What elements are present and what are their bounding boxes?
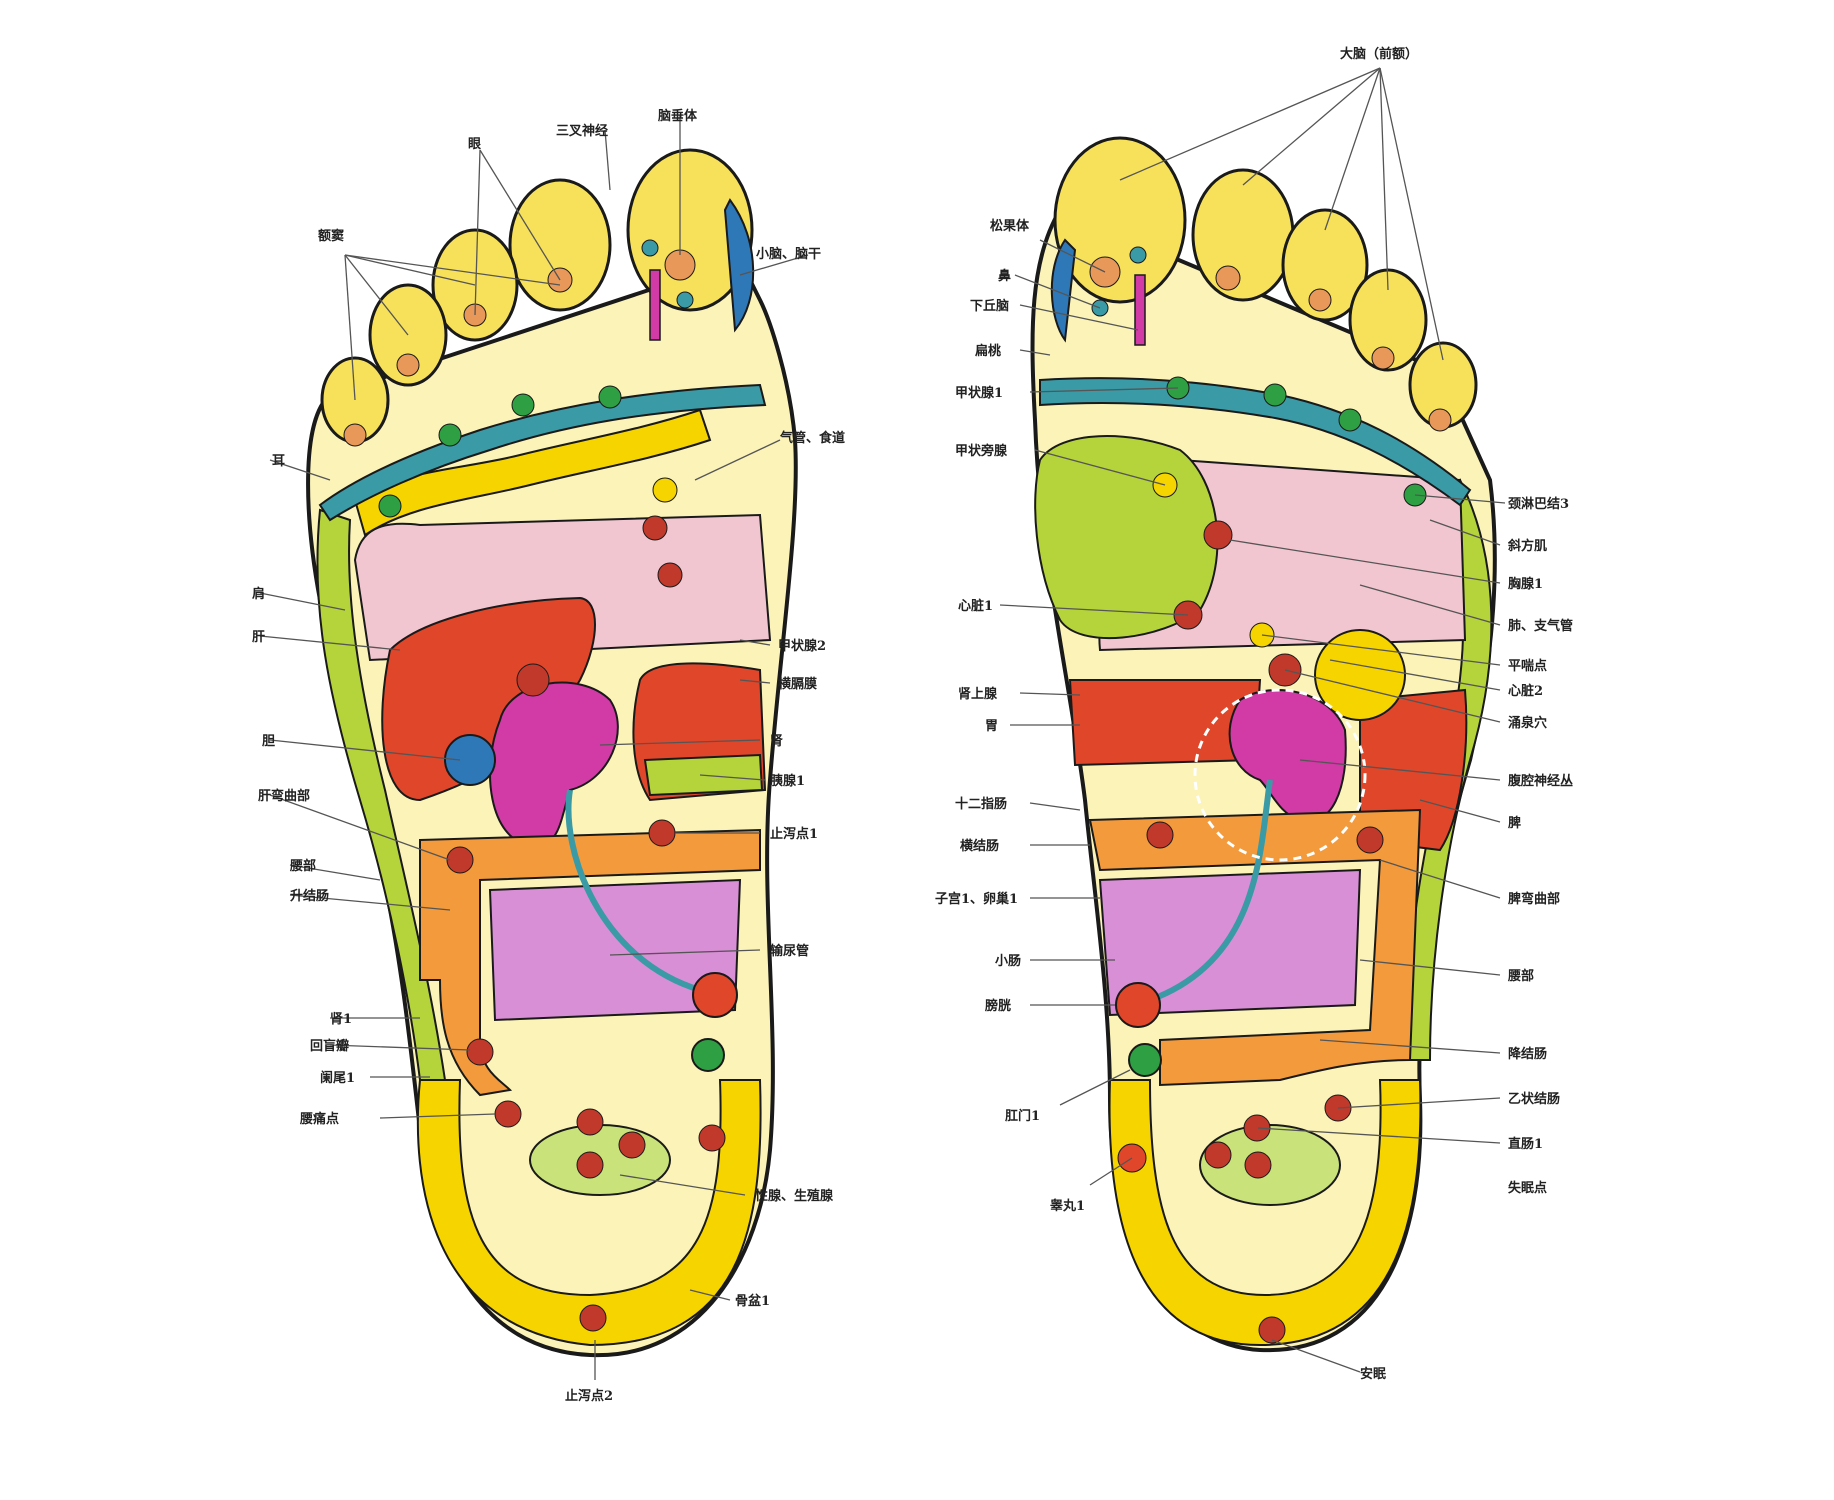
left-reflex-points — [343, 239, 726, 1332]
label-right-pineal: 松果体 — [990, 218, 1030, 234]
right-bladder-node — [1115, 982, 1161, 1028]
label-right-sigmoid: 乙状结肠 — [1508, 1091, 1560, 1107]
left-toes — [320, 148, 755, 444]
right-green-node — [1128, 1043, 1162, 1077]
left-leader-lines — [259, 115, 809, 1380]
label-left-stop-diarrhea2: 止泻点2 — [565, 1388, 613, 1404]
left-ureter — [565, 789, 701, 993]
label-right-bladder: 膀胱 — [984, 998, 1011, 1014]
right-asthma-circle — [1314, 629, 1406, 721]
left-heel-rim — [416, 1079, 762, 1347]
label-right-stomach: 胃 — [985, 719, 998, 734]
label-right-uterus: 子宫1、卵巢1 — [935, 891, 1018, 907]
label-right-waist: 腰部 — [1507, 968, 1534, 984]
left-big-toe-blue — [723, 198, 755, 333]
left-green-node — [691, 1038, 725, 1072]
label-left-ileocecal: 回盲瓣 — [310, 1038, 349, 1054]
label-left-thyroid2: 甲状腺2 — [778, 638, 826, 654]
right-leader-lines — [999, 67, 1506, 1373]
label-left-sinus: 额窦 — [318, 228, 344, 244]
label-right-tonsil: 扁桃 — [975, 343, 1001, 359]
left-gallbladder — [444, 734, 496, 786]
label-left-pancreas: 胰腺1 — [770, 773, 805, 789]
label-right-anus: 肛门1 — [1005, 1108, 1040, 1124]
label-right-testicle: 睾丸1 — [1050, 1198, 1085, 1214]
label-right-lung: 肺、支气管 — [1508, 618, 1573, 634]
right-ureter — [1148, 779, 1273, 1003]
label-left-gonad: 性腺、生殖腺 — [755, 1188, 834, 1204]
label-left-ascending-colon: 升结肠 — [290, 888, 329, 904]
right-spleen — [1359, 688, 1468, 852]
label-left-gallbladder: 胆 — [262, 734, 275, 749]
right-foot: 大脑（前额） 松果体 鼻 下丘脑 扁桃 甲状腺1 甲状旁腺 颈淋巴结3 斜方肌 … — [935, 46, 1573, 1382]
label-right-asthma: 平喘点 — [1508, 658, 1547, 674]
left-labels: 额窦 眼 三叉神经 脑垂体 小脑、脑干 耳 气管、食道 肩 肝 甲状腺2 横膈膜… — [252, 108, 845, 1404]
label-right-thyroid1: 甲状腺1 — [955, 385, 1003, 401]
right-toe-big — [1053, 136, 1187, 304]
label-right-sleep: 安眠 — [1360, 1366, 1386, 1382]
left-small-intestine — [488, 878, 742, 1022]
left-foot: 额窦 眼 三叉神经 脑垂体 小脑、脑干 耳 气管、食道 肩 肝 甲状腺2 横膈膜… — [252, 108, 845, 1404]
label-right-yongquan: 涌泉穴 — [1508, 715, 1547, 731]
right-toe-4 — [1348, 268, 1428, 372]
right-toe-3 — [1281, 208, 1369, 322]
label-right-celiac: 腹腔神经丛 — [1508, 773, 1573, 789]
label-left-lumbago: 腰痛点 — [299, 1111, 339, 1127]
label-left-appendix: 阑尾1 — [320, 1070, 355, 1086]
label-right-parathyroid: 甲状旁腺 — [955, 443, 1008, 459]
left-toe-band — [318, 383, 767, 522]
label-left-ureter: 输尿管 — [770, 943, 809, 959]
label-right-hypothalamus: 下丘脑 — [970, 298, 1009, 314]
label-left-kidney1: 肾1 — [330, 1012, 352, 1027]
right-heel-rim — [1108, 1079, 1422, 1347]
label-left-sciatic: 骨盆1 — [735, 1293, 770, 1309]
label-left-shoulder: 肩 — [252, 586, 265, 602]
label-right-small-intestine: 小肠 — [995, 954, 1021, 969]
right-colon — [1088, 808, 1422, 1087]
label-right-descending: 降结肠 — [1508, 1046, 1547, 1062]
label-left-diaphragm: 横膈膜 — [778, 676, 817, 692]
label-right-heart2: 心脏2 — [1508, 683, 1543, 699]
label-right-rectum: 直肠1 — [1508, 1136, 1543, 1152]
label-left-eye: 眼 — [468, 137, 482, 152]
label-right-cerebrum: 大脑（前额） — [1340, 46, 1418, 62]
label-right-thymus: 胸腺1 — [1508, 576, 1543, 592]
right-toes — [1050, 136, 1478, 429]
label-right-splenic-flexure: 脾弯曲部 — [1508, 891, 1560, 907]
label-left-kidney: 肾 — [770, 734, 784, 749]
label-right-adrenal: 肾上腺 — [958, 686, 998, 702]
right-toe-2 — [1191, 168, 1295, 302]
label-left-lumbar: 腰部 — [289, 858, 316, 874]
left-shoulder-arc — [353, 408, 712, 537]
label-right-heart1: 心脏1 — [958, 598, 993, 614]
label-left-trigeminal: 三叉神经 — [556, 123, 608, 139]
right-pituitary-bar — [1134, 274, 1146, 346]
label-left-hepatic-flexure: 肝弯曲部 — [258, 788, 310, 804]
label-left-pituitary: 脑垂体 — [658, 108, 698, 124]
label-left-trachea: 气管、食道 — [780, 430, 845, 446]
left-pituitary-bar — [649, 269, 661, 341]
right-labels: 大脑（前额） 松果体 鼻 下丘脑 扁桃 甲状腺1 甲状旁腺 颈淋巴结3 斜方肌 … — [935, 46, 1573, 1382]
label-right-lymph: 颈淋巴结3 — [1508, 496, 1569, 512]
left-kidney — [489, 681, 619, 847]
label-left-liver: 肝 — [252, 630, 265, 645]
label-left-cerebellum: 小脑、脑干 — [756, 246, 821, 262]
label-right-spleen: 脾 — [1508, 815, 1521, 831]
right-yongquan-ring — [1193, 688, 1367, 862]
right-big-toe-blue — [1050, 238, 1077, 343]
label-left-stop-diarrhea1: 止泻点1 — [770, 826, 818, 842]
left-toe-2 — [508, 178, 612, 312]
label-right-insomnia: 失眠点 — [1508, 1180, 1547, 1196]
label-right-transverse: 横结肠 — [960, 838, 999, 854]
label-right-duodenum: 十二指肠 — [955, 796, 1007, 812]
left-bladder-node — [692, 972, 738, 1018]
label-left-ear: 耳 — [272, 454, 285, 469]
label-right-nose: 鼻 — [998, 268, 1011, 284]
label-right-trapezius: 斜方肌 — [1507, 538, 1547, 554]
